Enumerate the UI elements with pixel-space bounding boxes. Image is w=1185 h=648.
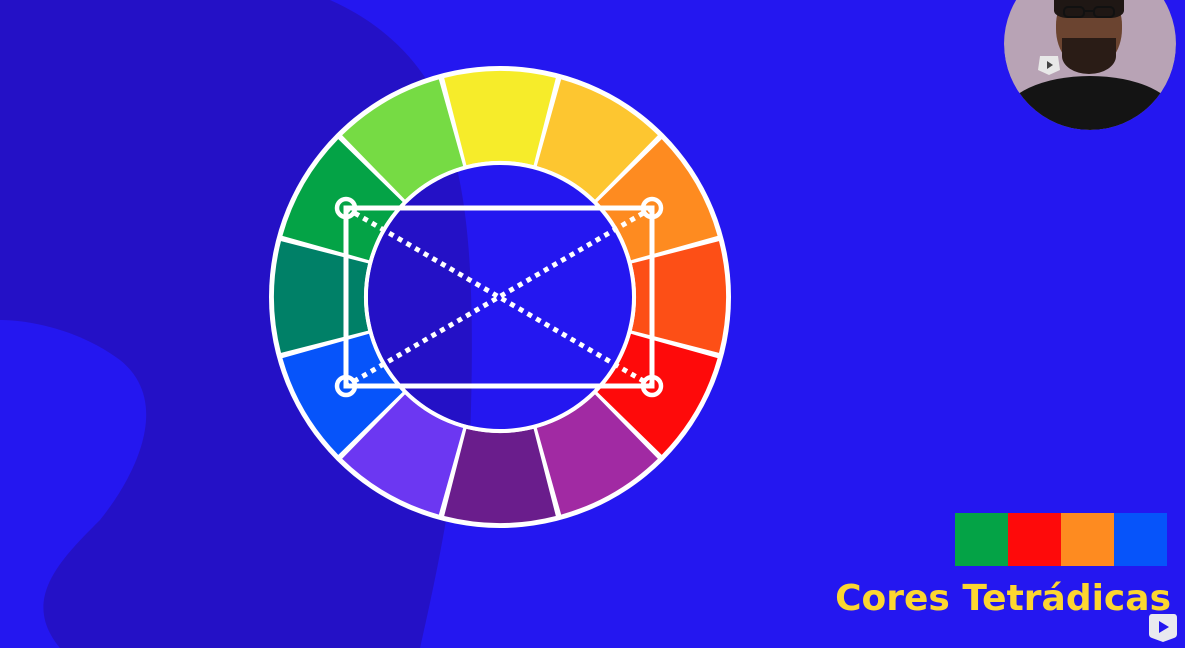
play-logo-icon [1038,56,1060,75]
presenter-shirt [1004,76,1176,130]
tetrad-vertex-marker [334,374,358,398]
wheel-segment-yellow-green [342,79,464,200]
wheel-segment-violet [444,428,556,523]
tetradic-palette [955,513,1167,566]
palette-swatch [1114,513,1167,566]
wheel-segment-red-violet [536,394,658,515]
tetrad-vertex-marker [334,196,358,220]
glasses-icon [1063,6,1115,18]
tetrad-rectangle-overlay [334,196,664,398]
palette-swatch [1008,513,1061,566]
wheel-segment-yellow-orange [536,79,658,200]
presenter-hair [1054,0,1124,18]
presenter-beard [1062,38,1116,74]
tetrad-vertex-marker [640,374,664,398]
slide-caption: Cores Tetrádicas [835,578,1171,619]
play-logo-icon [1149,614,1177,642]
tetrad-vertex-marker [640,196,664,220]
palette-swatch [955,513,1008,566]
palette-swatch [1061,513,1114,566]
wheel-segment-red-orange [631,241,726,353]
wheel-segment-yellow [444,71,556,166]
wheel-segment-blue-violet [342,394,464,515]
presenter-webcam [1004,0,1176,130]
